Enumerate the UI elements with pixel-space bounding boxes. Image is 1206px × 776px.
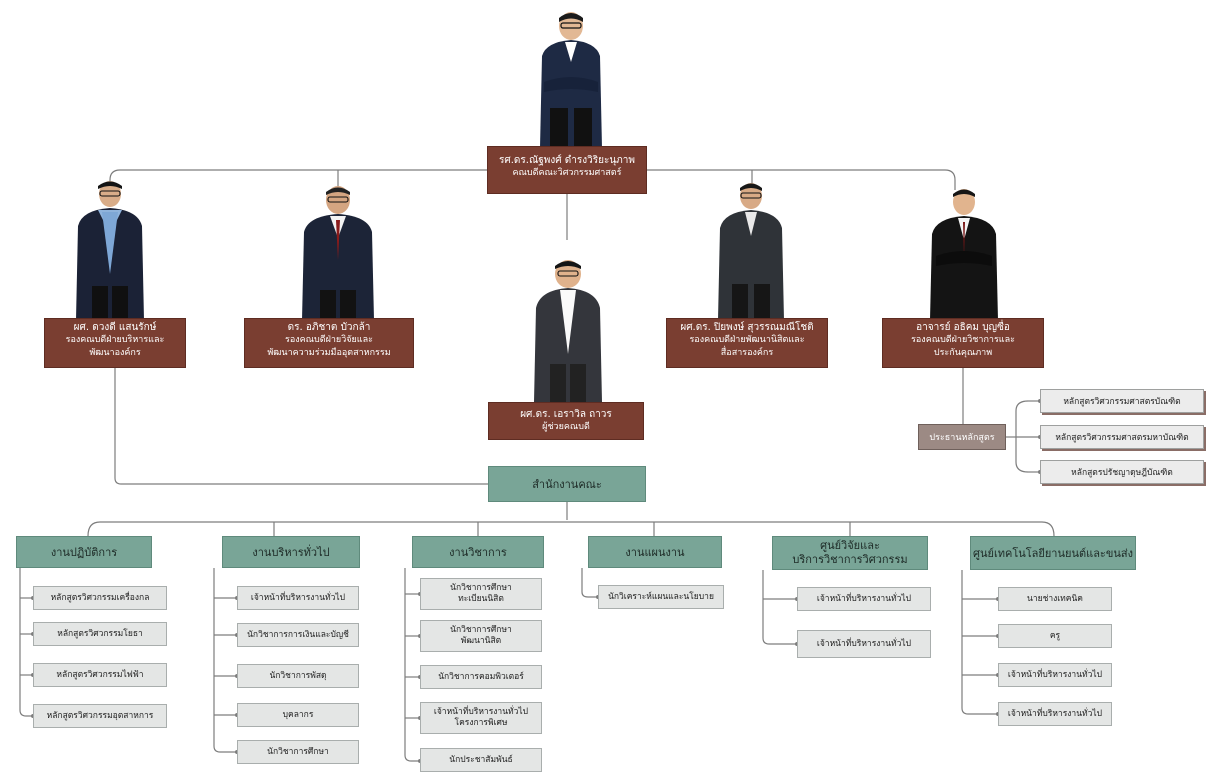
item-label: เจ้าหน้าที่บริหารงานทั่วไป [1007, 669, 1103, 680]
item-label: นักวิชาการการเงินและบัญชี [247, 629, 349, 640]
unit-title: งานบริหารทั่วไป [252, 546, 330, 559]
deputy-4-role-line2: ประกันคุณภาพ [933, 348, 993, 358]
unit-title-line1: ศูนย์วิจัยและ [820, 539, 880, 552]
deputy-1-namebox: ผศ. ดวงดี แสนรักษ์ รองคณบดีฝ่ายบริหารและ… [44, 318, 186, 368]
deputy-1-photo [72, 174, 148, 320]
deputy-4-name: อาจารย์ อธิคม บุญซื่อ [916, 322, 1010, 333]
assistant-dean-role: ผู้ช่วยคณบดี [542, 422, 590, 432]
unit-title: งานแผนงาน [625, 546, 685, 559]
deputy-4-namebox: อาจารย์ อธิคม บุญซื่อ รองคณบดีฝ่ายวิชากา… [882, 318, 1044, 368]
item-label: หลักสูตรวิศวกรรมโยธา [57, 628, 143, 639]
item-label: หลักสูตรวิศวกรรมเครื่องกล [50, 592, 150, 603]
unit-title: ศูนย์เทคโนโลยียานยนต์และขนส่ง [973, 547, 1133, 560]
unit-title: งานวิชาการ [449, 546, 507, 559]
deputy-2-role-line2: พัฒนาความร่วมมืออุตสาหกรรม [267, 348, 391, 358]
dean-name: รศ.ดร.ณัฐพงศ์ ดำรงวิริยะนุภาพ [499, 155, 635, 166]
list-item: นักวิชาการคอมพิวเตอร์ [420, 665, 542, 689]
unit-research-center-header: ศูนย์วิจัยและ บริการวิชาการวิศวกรรม [772, 536, 928, 570]
list-item: บุคลากร [237, 703, 359, 727]
item-label-line2: โครงการพิเศษ [454, 718, 508, 728]
deputy-4-photo [926, 184, 1002, 320]
program-chair-box: ประธานหลักสูตร [918, 424, 1006, 450]
item-label: เจ้าหน้าที่บริหารงานทั่วไป [250, 592, 346, 603]
item-label: ครู [1049, 630, 1061, 641]
deputy-2-namebox: ดร. อภิชาต บัวกล้า รองคณบดีฝ่ายวิจัยและ … [244, 318, 414, 368]
item-label-line1: นักวิชาการศึกษา [450, 583, 512, 593]
deputy-2-name: ดร. อภิชาต บัวกล้า [287, 322, 371, 333]
unit-planning-header: งานแผนงาน [588, 536, 722, 568]
list-item: นักวิชาการการเงินและบัญชี [237, 623, 359, 647]
list-item: นายช่างเทคนิค [998, 587, 1112, 611]
item-label: นักวิชาการพัสดุ [269, 670, 327, 681]
list-item: นักวิเคราะห์แผนและนโยบาย [598, 585, 724, 609]
list-item: หลักสูตรวิศวกรรมเครื่องกล [33, 586, 167, 610]
list-item: นักวิชาการศึกษา [237, 740, 359, 764]
deputy-4-role-line1: รองคณบดีฝ่ายวิชาการและ [911, 335, 1015, 345]
unit-general-admin-header: งานบริหารทั่วไป [222, 536, 360, 568]
item-label: เจ้าหน้าที่บริหารงานทั่วไป [816, 638, 912, 649]
deputy-1-role-line2: พัฒนาองค์กร [89, 348, 141, 358]
list-item: เจ้าหน้าที่บริหารงานทั่วไป [237, 586, 359, 610]
deputy-3-role-line1: รองคณบดีฝ่ายพัฒนานิสิตและ [689, 335, 805, 345]
item-label: นักประชาสัมพันธ์ [449, 754, 513, 765]
list-item: หลักสูตรวิศวกรรมอุตสาหการ [33, 704, 167, 728]
unit-automotive-center-header: ศูนย์เทคโนโลยียานยนต์และขนส่ง [970, 536, 1136, 570]
program-bachelor: หลักสูตรวิศวกรรมศาสตรบัณฑิต [1040, 389, 1204, 413]
item-label-line1: นักวิชาการศึกษา [450, 625, 512, 635]
item-label: เจ้าหน้าที่บริหารงานทั่วไป [816, 593, 912, 604]
list-item: นักวิชาการศึกษา ทะเบียนนิสิต [420, 578, 542, 610]
item-label: นายช่างเทคนิค [1027, 593, 1083, 604]
list-item: เจ้าหน้าที่บริหารงานทั่วไป [998, 663, 1112, 687]
deputy-1-name: ผศ. ดวงดี แสนรักษ์ [73, 322, 157, 333]
deputy-3-namebox: ผศ.ดร. ปิยพงษ์ สุวรรณมณีโชติ รองคณบดีฝ่า… [666, 318, 828, 368]
item-label: หลักสูตรวิศวกรรมอุตสาหการ [46, 710, 154, 721]
item-label-line2: พัฒนานิสิต [460, 636, 502, 646]
program-chair-label: ประธานหลักสูตร [929, 433, 995, 443]
deputy-3-name: ผศ.ดร. ปิยพงษ์ สุวรรณมณีโชติ [680, 322, 814, 333]
list-item: นักวิชาการพัสดุ [237, 664, 359, 688]
list-item: เจ้าหน้าที่บริหารงานทั่วไป [797, 587, 931, 611]
assistant-dean-photo [532, 254, 604, 402]
program-label: หลักสูตรวิศวกรรมศาสตรมหาบัณฑิต [1055, 433, 1189, 443]
item-label: นักวิชาการคอมพิวเตอร์ [438, 671, 524, 682]
item-label: บุคลากร [282, 709, 314, 720]
list-item: หลักสูตรวิศวกรรมโยธา [33, 622, 167, 646]
list-item: เจ้าหน้าที่บริหารงานทั่วไป โครงการพิเศษ [420, 702, 542, 734]
deputy-1-role-line1: รองคณบดีฝ่ายบริหารและ [65, 335, 165, 345]
list-item: เจ้าหน้าที่บริหารงานทั่วไป [998, 702, 1112, 726]
program-label: หลักสูตรปรัชญาดุษฎีบัณฑิต [1071, 468, 1173, 478]
deputy-3-photo [716, 176, 786, 320]
program-master: หลักสูตรวิศวกรรมศาสตรมหาบัณฑิต [1040, 425, 1204, 449]
assistant-dean-namebox: ผศ.ดร. เอราวิล ถาวร ผู้ช่วยคณบดี [488, 402, 644, 440]
item-label: หลักสูตรวิศวกรรมไฟฟ้า [56, 669, 144, 680]
item-label: นักวิเคราะห์แผนและนโยบาย [608, 591, 714, 602]
list-item: นักประชาสัมพันธ์ [420, 748, 542, 772]
list-item: เจ้าหน้าที่บริหารงานทั่วไป [797, 630, 931, 658]
assistant-dean-name: ผศ.ดร. เอราวิล ถาวร [520, 409, 612, 420]
unit-title: งานปฏิบัติการ [50, 546, 118, 559]
unit-academic-header: งานวิชาการ [412, 536, 544, 568]
unit-operations-header: งานปฏิบัติการ [16, 536, 152, 568]
dean-namebox: รศ.ดร.ณัฐพงศ์ ดำรงวิริยะนุภาพ คณบดีคณะวิ… [487, 146, 647, 194]
faculty-office-box: สำนักงานคณะ [488, 466, 646, 502]
deputy-2-role-line1: รองคณบดีฝ่ายวิจัยและ [285, 335, 373, 345]
item-label-line1: เจ้าหน้าที่บริหารงานทั่วไป [433, 707, 529, 717]
unit-title-line2: บริการวิชาการวิศวกรรม [792, 553, 908, 566]
faculty-office-label: สำนักงานคณะ [532, 478, 602, 491]
item-label: นักวิชาการศึกษา [267, 746, 329, 757]
list-item: ครู [998, 624, 1112, 648]
dean-photo [532, 6, 610, 148]
deputy-3-role-line2: สื่อสารองค์กร [720, 348, 774, 358]
program-label: หลักสูตรวิศวกรรมศาสตรบัณฑิต [1063, 397, 1181, 407]
list-item: นักวิชาการศึกษา พัฒนานิสิต [420, 620, 542, 652]
dean-role: คณบดีคณะวิศวกรรมศาสตร์ [512, 168, 622, 178]
deputy-2-photo [298, 180, 378, 320]
item-label: เจ้าหน้าที่บริหารงานทั่วไป [1007, 708, 1103, 719]
item-label-line2: ทะเบียนนิสิต [458, 594, 504, 604]
program-doctoral: หลักสูตรปรัชญาดุษฎีบัณฑิต [1040, 460, 1204, 484]
list-item: หลักสูตรวิศวกรรมไฟฟ้า [33, 663, 167, 687]
